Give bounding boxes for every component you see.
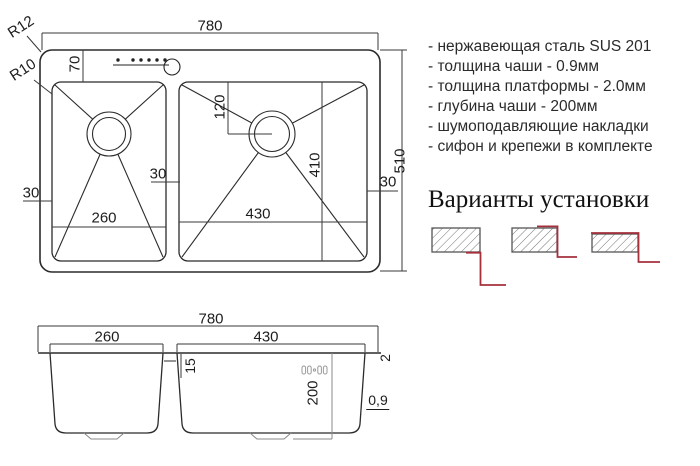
dim-divider-depth: 15 — [182, 358, 198, 374]
dim-overall-width-elevation: 780 — [198, 310, 224, 328]
dim-wall-thickness-value: 0,9 — [366, 392, 390, 410]
overflow-icon — [301, 365, 328, 375]
dim-platform-thickness: 2 — [377, 354, 393, 362]
top-view-dimensions — [23, 32, 407, 272]
spec-item-material: - нержавеющая сталь SUS 201 — [428, 38, 652, 55]
dim-right-margin: 30 — [379, 173, 397, 191]
dim-right-bowl-width: 430 — [245, 205, 271, 223]
install-diagram-undermount — [431, 227, 506, 286]
dim-bowl-gap: 30 — [149, 165, 167, 183]
dim-left-bowl-width: 260 — [91, 209, 117, 227]
dim-left-margin: 30 — [22, 184, 40, 202]
spec-item-bowl-depth: - глубина чаши - 200мм — [428, 98, 598, 115]
left-bowl-drain — [54, 84, 164, 258]
dim-overall-depth: 510 — [391, 148, 409, 174]
spec-item-noise-pads: - шумоподавляющие накладки — [428, 118, 649, 135]
faucet-holes-icon — [113, 58, 181, 76]
right-bowl-drain — [181, 84, 365, 258]
installation-options-title: Варианты установки — [428, 186, 650, 213]
top-view-outline — [39, 49, 381, 273]
bottom-view-outline — [38, 352, 381, 434]
dim-wall-thickness: 0,9 — [366, 392, 390, 410]
dim-bowl-depth-plan: 410 — [306, 152, 324, 178]
spec-item-platform-thickness: - толщина платформы - 2.0мм — [428, 78, 646, 95]
bottom-view-dimensions — [37, 325, 379, 378]
dim-rim-top: 70 — [66, 55, 84, 73]
spec-item-bowl-thickness: - толщина чаши - 0.9мм — [428, 58, 600, 75]
dim-overall-width: 780 — [197, 17, 223, 35]
dim-drain-offset: 120 — [211, 94, 229, 120]
dim-left-bowl-width-elevation: 260 — [94, 328, 120, 346]
dim-bowl-depth: 200 — [304, 380, 322, 406]
dim-right-bowl-width-elevation: 430 — [253, 328, 279, 346]
install-diagram-flushmount — [511, 225, 577, 258]
spec-list: - нержавеющая сталь SUS 201 - толщина ча… — [428, 37, 653, 157]
bottom-view-grey-details — [83, 353, 333, 440]
install-diagram-topmount — [591, 232, 660, 263]
spec-item-siphon: - сифон и крепежи в комплекте — [428, 138, 653, 155]
